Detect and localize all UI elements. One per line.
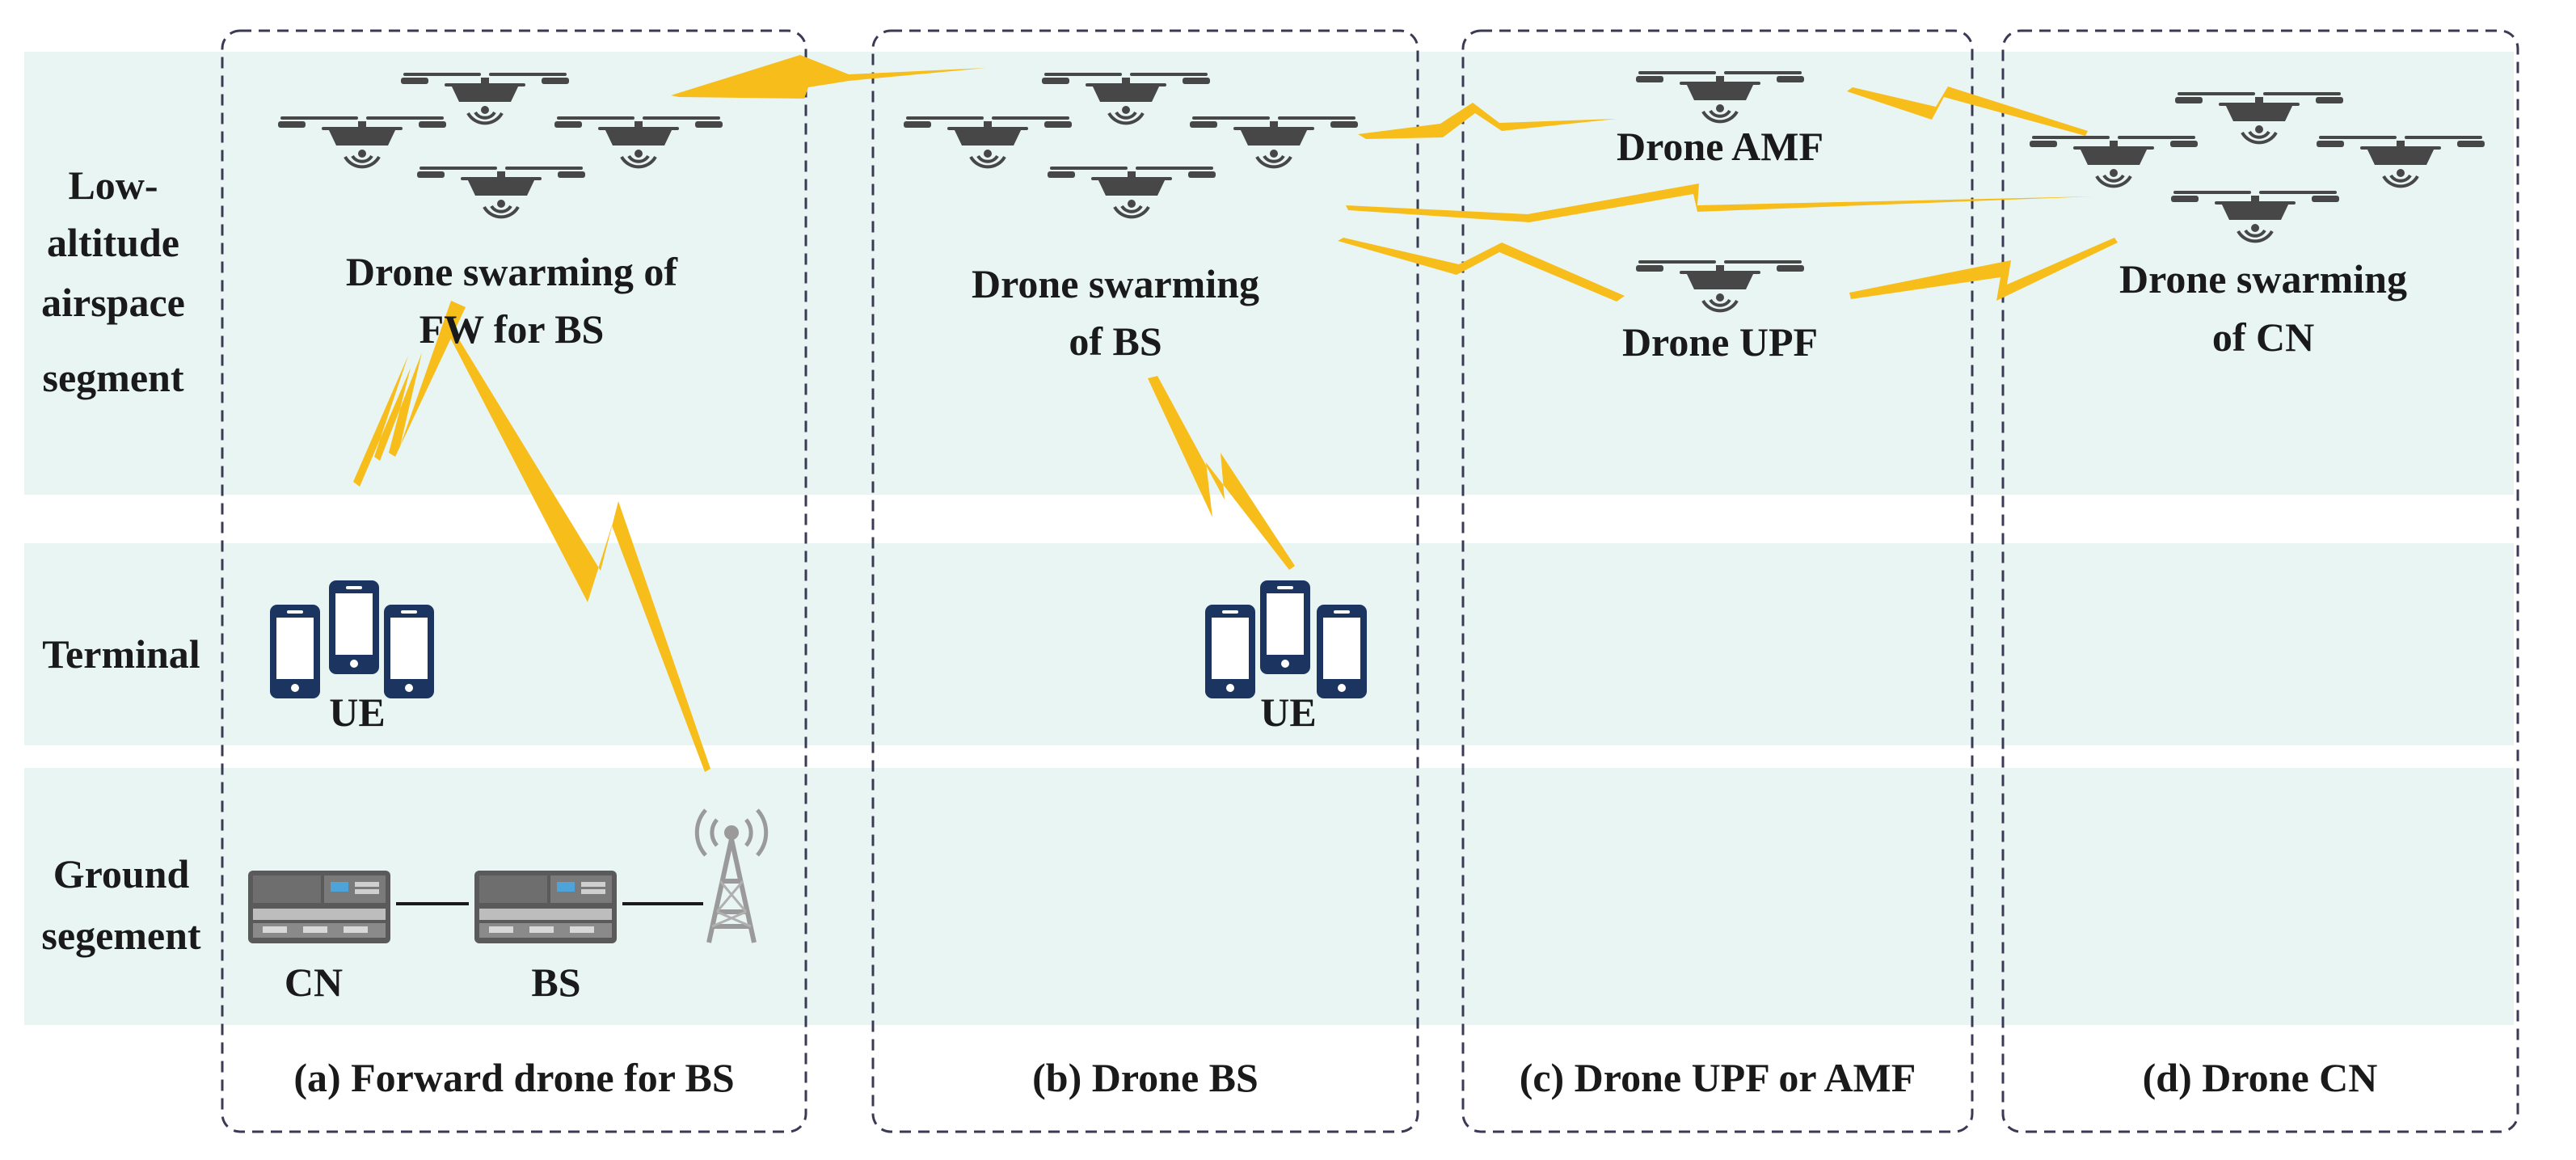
d-swarm-label: Drone swarming [2119,256,2407,302]
panel-c-caption: (c) Drone UPF or AMF [1520,1055,1916,1100]
airspace-label: altitude [47,220,179,265]
ground-equipment [248,810,766,943]
lightning-link-icon [1849,238,2118,301]
d-swarm-label: of CN [2212,314,2314,360]
panel-borders [221,29,2519,1133]
panel-a-caption: (a) Forward drone for BS [293,1055,734,1100]
b-swarm-label: Drone swarming [972,261,1259,306]
a-swarm-label: Drone swarming of [346,249,679,294]
panel-d-caption: (d) Drone CN [2143,1055,2378,1100]
lightning-link-icon [671,55,986,99]
lightning-link-icon [1338,238,1625,302]
wireless-links [353,55,2118,772]
ground-band [24,768,2514,1025]
airspace-label: segment [43,355,184,400]
airspace-label: airspace [41,280,185,325]
server-icon [248,871,390,943]
lightning-link-icon [1358,103,1617,139]
ground-label: Ground [53,851,190,896]
a-ue-label: UE [329,690,385,735]
panel-a-border [221,29,807,1133]
smartphone-icon [1317,605,1367,698]
row-labels: Low- altitude airspace segment Terminal … [41,162,201,958]
lightning-link-icon [1148,376,1295,570]
smartphone-icon [1260,580,1310,674]
airspace-label: Low- [68,162,158,208]
server-icon [474,871,617,943]
c-upf-label: Drone UPF [1622,319,1818,365]
panel-d-border [2001,29,2519,1133]
panel-b-caption: (b) Drone BS [1032,1055,1258,1100]
b-swarm-label: of BS [1069,318,1162,364]
smartphone-icon [384,605,434,698]
panel-c-border [1461,29,1974,1133]
smartphone-icon [329,580,379,674]
terminal-label: Terminal [42,631,200,677]
lightning-link-icon [447,329,710,772]
b-ue-label: UE [1260,690,1316,735]
lightning-link-icon [353,301,466,487]
smartphone-icon [1205,605,1255,698]
a-bs-label: BS [531,960,580,1005]
a-cn-label: CN [285,960,343,1005]
panel-captions: (a) Forward drone for BS (b) Drone BS (c… [293,1055,2377,1100]
lightning-link-icon [1847,86,2088,136]
c-amf-label: Drone AMF [1617,124,1823,169]
smartphone-icon [270,605,320,698]
a-swarm-label: FW for BS [419,306,605,352]
ground-label: segement [41,913,200,958]
node-labels: Drone swarming of FW for BS UE CN BS Dro… [285,124,2407,1005]
panel-b-border [871,29,1419,1133]
